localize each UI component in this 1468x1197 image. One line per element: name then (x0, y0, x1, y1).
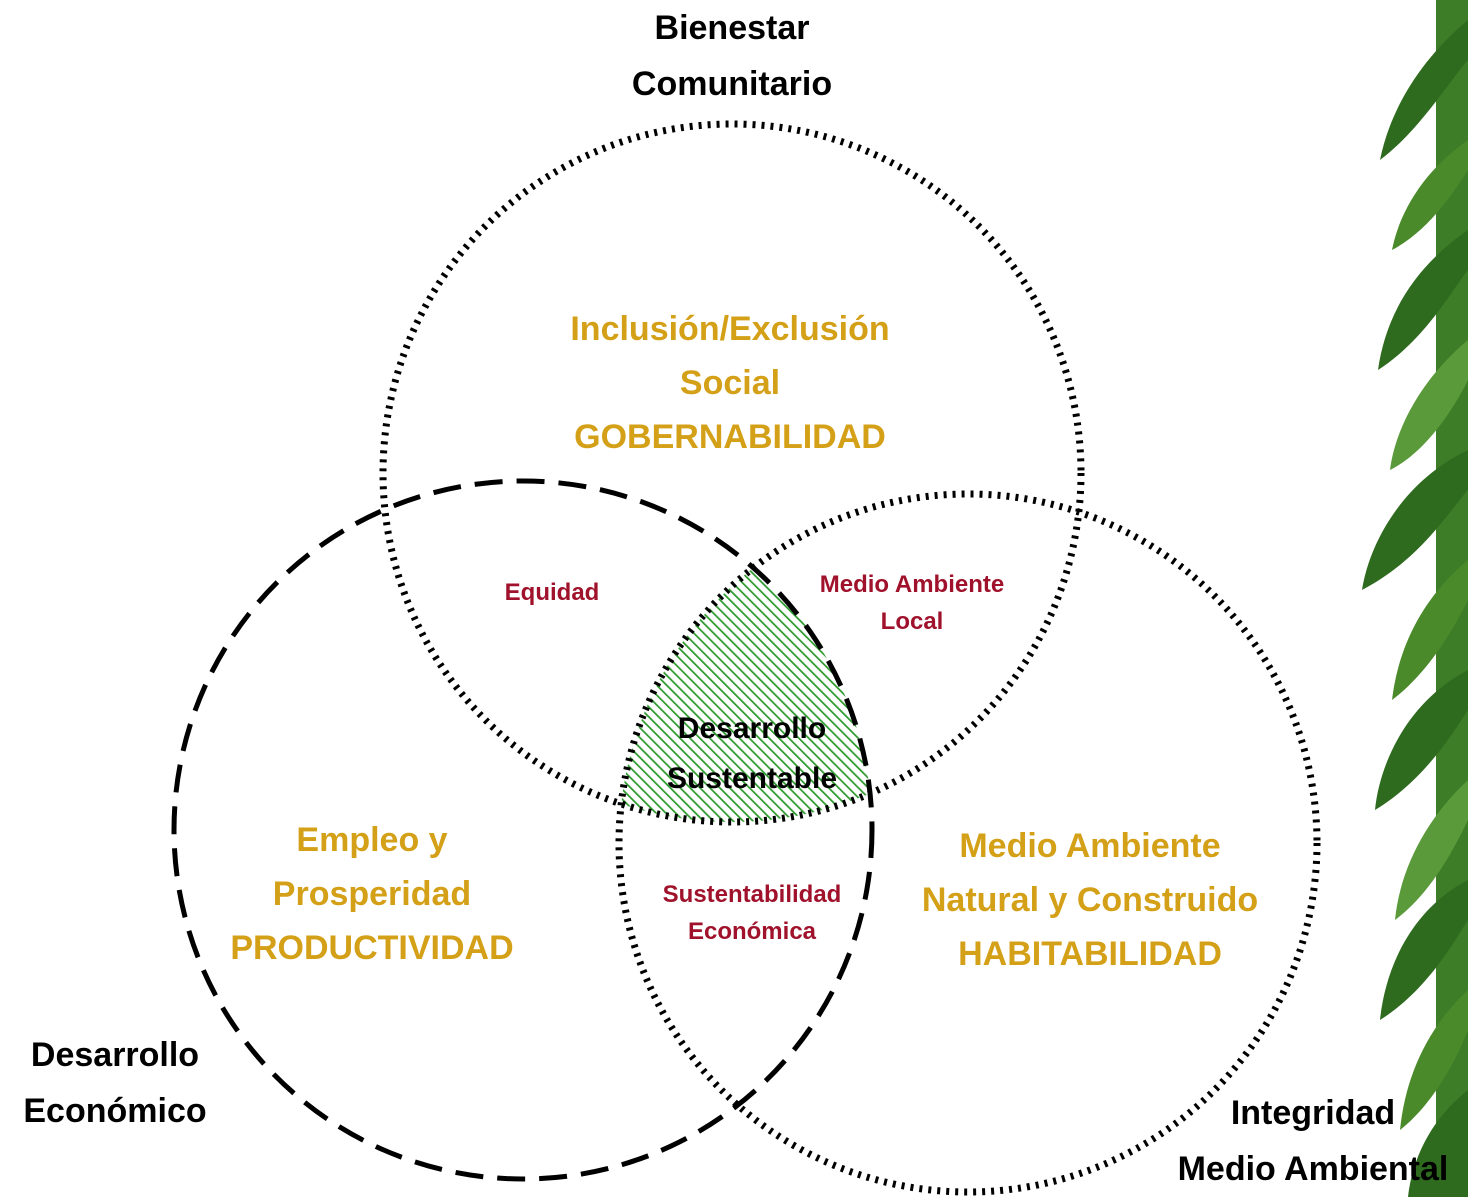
top-right-intersection-label: Medio Ambiente Local (782, 566, 1042, 640)
left-region-line1: Empleo y (296, 821, 448, 859)
right-circle-title: Integridad Medio Ambiental (1163, 1085, 1463, 1197)
left-circle-title-line1: Desarrollo (30, 1036, 200, 1074)
bamboo-leaves-decoration (1362, 0, 1468, 1197)
left-right-intersection-label: Sustentabilidad Económica (632, 876, 872, 950)
left-region-line3: PRODUCTIVIDAD (230, 929, 514, 967)
left-right-intersection-line2: Económica (687, 918, 817, 945)
top-region-line3: GOBERNABILIDAD (574, 418, 886, 456)
center-intersection-region (619, 494, 872, 822)
left-region-line2: Prosperidad (272, 875, 472, 913)
left-circle (171, 478, 875, 1182)
right-circle-title-line1: Integridad (1230, 1094, 1396, 1132)
top-region-line2: Social (679, 364, 781, 402)
right-region-line3: HABITABILIDAD (958, 935, 1222, 973)
top-region-label: Inclusión/Exclusión Social GOBERNABILIDA… (530, 302, 930, 464)
left-circle-title: Desarrollo Económico (5, 1027, 225, 1139)
right-region-line2: Natural y Construido (921, 881, 1259, 919)
top-circle-title: Bienestar Comunitario (582, 0, 882, 112)
left-circle-title-line2: Económico (23, 1092, 207, 1130)
right-circle-title-line2: Medio Ambiental (1177, 1150, 1449, 1188)
top-circle-title-line1: Bienestar (654, 9, 810, 47)
right-region-line1: Medio Ambiente (959, 827, 1221, 865)
top-region-line1: Inclusión/Exclusión (570, 310, 890, 348)
center-label-line2: Sustentable (666, 762, 838, 795)
center-label-line1: Desarrollo (677, 712, 827, 745)
top-right-intersection-line2: Local (880, 608, 944, 635)
top-left-intersection-line1: Equidad (504, 579, 600, 606)
top-circle (379, 120, 1085, 826)
right-region-label: Medio Ambiente Natural y Construido HABI… (890, 819, 1290, 981)
right-circle (615, 490, 1321, 1196)
top-circle-title-line2: Comunitario (631, 65, 833, 103)
top-left-intersection-label: Equidad (472, 574, 632, 611)
left-right-intersection-line1: Sustentabilidad (662, 881, 842, 908)
left-region-label: Empleo y Prosperidad PRODUCTIVIDAD (202, 813, 542, 975)
top-right-intersection-line1: Medio Ambiente (819, 571, 1005, 598)
center-label: Desarrollo Sustentable (632, 704, 872, 804)
